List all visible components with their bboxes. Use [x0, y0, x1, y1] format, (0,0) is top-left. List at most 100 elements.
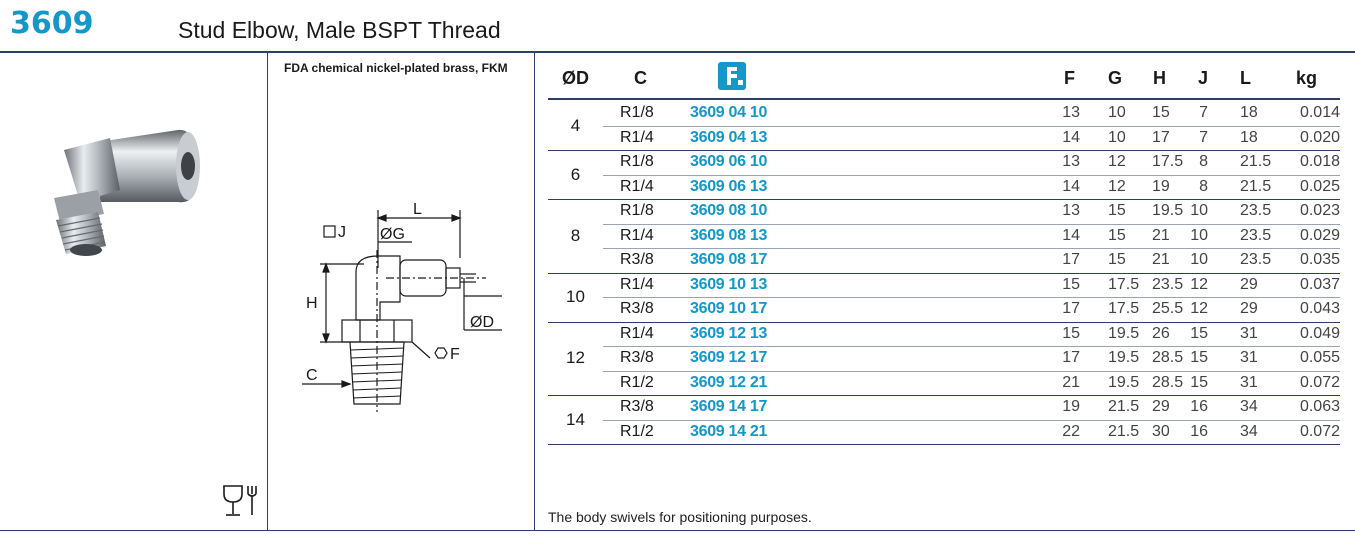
j-cell: 10 [1190, 226, 1208, 244]
reference-cell[interactable]: 3609 14 17 [690, 398, 768, 415]
thread-cell: R1/4 [620, 128, 654, 146]
page-header: 3609 Stud Elbow, Male BSPT Thread [0, 0, 1355, 52]
f-cell: 22 [1062, 422, 1080, 440]
g-cell: 19.5 [1108, 349, 1140, 366]
row-separator [603, 346, 1340, 347]
l-cell: 21.5 [1240, 177, 1272, 195]
h-cell: 19 [1152, 177, 1170, 195]
reference-cell[interactable]: 3609 08 13 [690, 226, 768, 244]
col-header-kg: kg [1296, 68, 1318, 88]
reference-cell[interactable]: 3609 08 10 [690, 202, 768, 219]
j-cell: 10 [1190, 202, 1208, 219]
j-cell: 16 [1190, 422, 1208, 440]
kg-cell: 0.018 [1299, 153, 1340, 170]
kg-cell: 0.020 [1299, 128, 1340, 146]
thread-cell: R3/8 [620, 398, 654, 415]
thread-cell: R1/4 [620, 177, 654, 195]
kg-cell: 0.029 [1299, 226, 1340, 244]
f-cell: 17 [1062, 251, 1080, 268]
h-cell: 15 [1152, 104, 1170, 121]
l-cell: 34 [1240, 422, 1258, 440]
h-cell: 23.5 [1152, 275, 1184, 293]
group-separator [548, 444, 1340, 445]
h-cell: 17.5 [1152, 153, 1184, 170]
dim-label-J: J [338, 224, 346, 241]
outer-diameter-cell: 10 [566, 287, 585, 306]
row-separator [603, 125, 1340, 127]
kg-cell: 0.014 [1299, 104, 1340, 121]
catalog-reference-icon [718, 62, 746, 95]
h-cell: 21 [1152, 251, 1170, 268]
product-code: 3609 [10, 6, 94, 41]
reference-cell[interactable]: 3609 08 17 [690, 251, 768, 268]
g-cell: 10 [1108, 128, 1126, 146]
g-cell: 21.5 [1108, 398, 1140, 415]
h-cell: 25.5 [1152, 300, 1184, 317]
group-separator [548, 199, 1340, 200]
h-cell: 28.5 [1152, 373, 1184, 391]
thread-cell: R3/8 [620, 300, 654, 317]
j-cell: 15 [1190, 349, 1208, 366]
col-header-h: H [1153, 68, 1166, 88]
j-cell: 8 [1199, 177, 1208, 195]
dim-label-G: ØG [380, 226, 405, 243]
header-rule [0, 51, 1355, 53]
kg-cell: 0.043 [1299, 300, 1340, 317]
kg-cell: 0.063 [1299, 398, 1340, 415]
col-header-f: F [1064, 68, 1075, 88]
reference-cell[interactable]: 3609 04 13 [690, 128, 768, 146]
g-cell: 17.5 [1108, 275, 1140, 293]
col-header-g: G [1108, 68, 1123, 88]
kg-cell: 0.023 [1299, 202, 1340, 219]
reference-cell[interactable]: 3609 06 10 [690, 153, 768, 170]
col-header-od: ØD [562, 68, 589, 88]
col-header-c: C [634, 68, 647, 88]
j-cell: 12 [1190, 300, 1208, 317]
thread-cell: R1/4 [620, 275, 654, 293]
l-cell: 21.5 [1240, 153, 1272, 170]
reference-cell[interactable]: 3609 10 13 [690, 275, 768, 293]
reference-cell[interactable]: 3609 12 21 [690, 373, 768, 391]
group-separator [548, 272, 1340, 274]
j-cell: 16 [1190, 398, 1208, 415]
kg-cell: 0.049 [1299, 324, 1340, 342]
g-cell: 19.5 [1108, 324, 1140, 342]
group-separator [548, 395, 1340, 396]
reference-cell[interactable]: 3609 06 13 [690, 177, 768, 195]
footer-rule [0, 530, 1355, 531]
reference-cell[interactable]: 3609 12 17 [690, 349, 768, 366]
thread-cell: R3/8 [620, 251, 654, 268]
outer-diameter-cell: 8 [570, 225, 581, 245]
group-separator [548, 321, 1340, 323]
outer-diameter-cell: 4 [570, 115, 581, 135]
thread-cell: R3/8 [620, 349, 654, 366]
reference-cell[interactable]: 3609 04 10 [690, 104, 768, 121]
g-cell: 21.5 [1108, 422, 1140, 440]
j-cell: 7 [1199, 128, 1208, 146]
reference-cell[interactable]: 3609 14 21 [690, 422, 768, 440]
l-cell: 31 [1240, 349, 1258, 366]
outer-diameter-cell: 12 [566, 348, 585, 368]
thread-cell: R1/4 [620, 226, 654, 244]
g-cell: 12 [1108, 177, 1126, 195]
kg-cell: 0.072 [1299, 373, 1340, 391]
row-separator [603, 223, 1340, 225]
thread-cell: R1/8 [620, 104, 654, 121]
l-cell: 29 [1240, 300, 1258, 317]
outer-diameter-cell: 14 [566, 409, 585, 429]
footnote: The body swivels for positioning purpose… [548, 509, 812, 525]
group-separator [548, 150, 1340, 151]
reference-cell[interactable]: 3609 12 13 [690, 324, 768, 342]
l-cell: 31 [1240, 324, 1258, 342]
j-cell: 15 [1190, 324, 1208, 342]
reference-cell[interactable]: 3609 10 17 [690, 300, 768, 317]
h-cell: 28.5 [1152, 349, 1184, 366]
